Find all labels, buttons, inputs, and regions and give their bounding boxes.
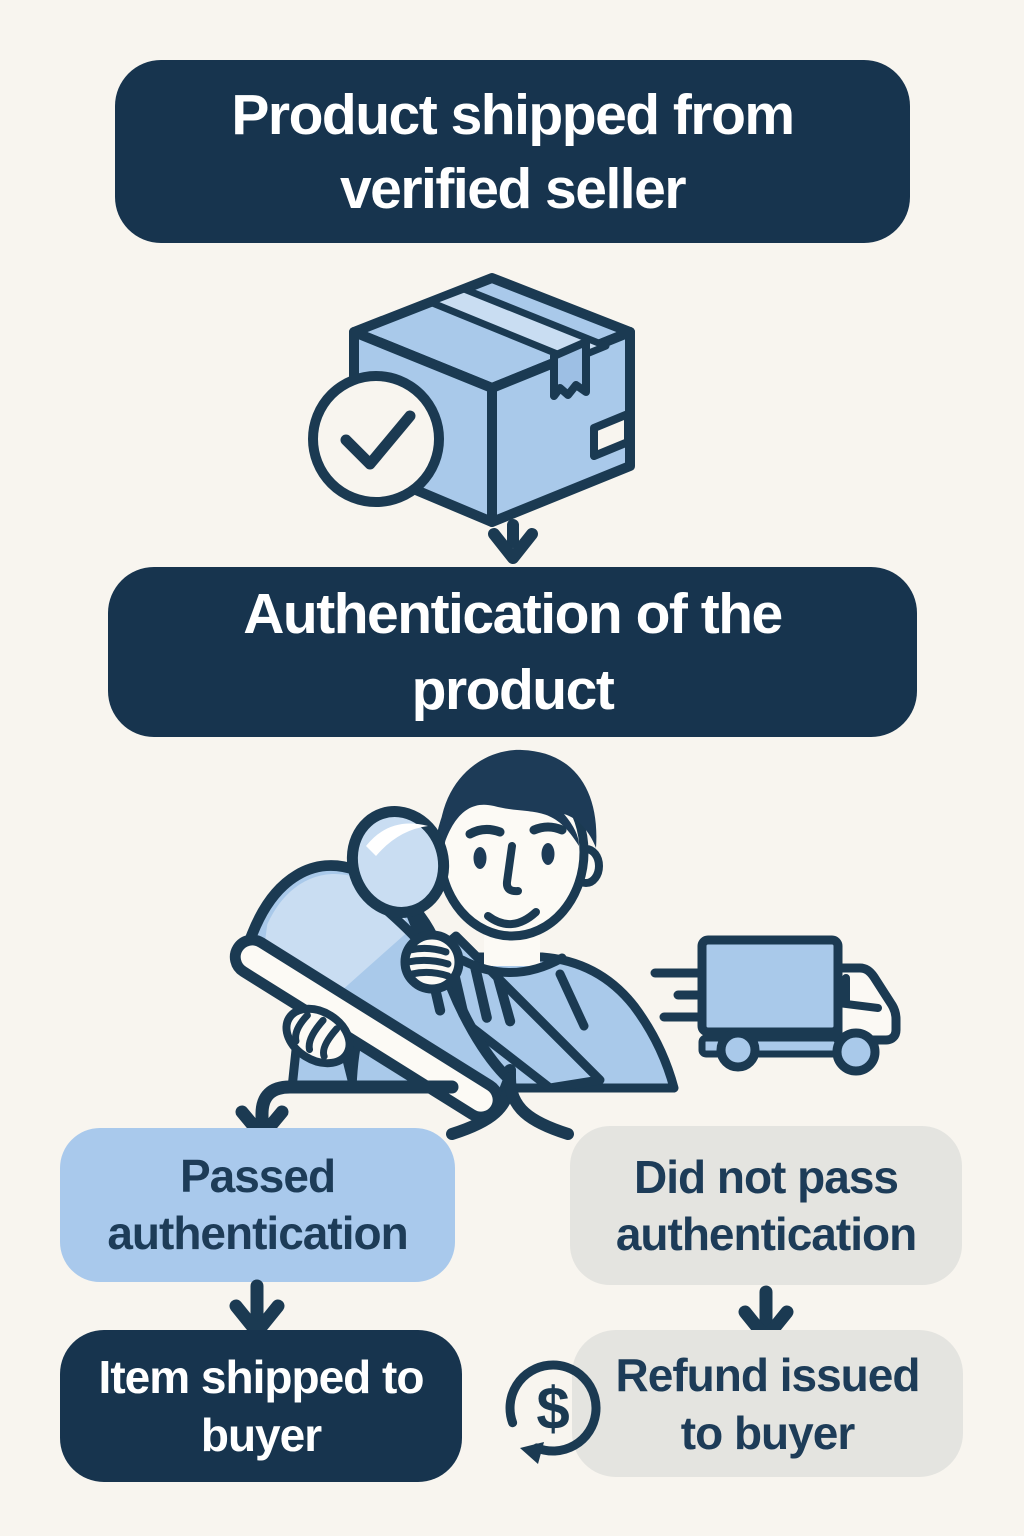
node-item-shipped: Item shipped to buyer bbox=[60, 1330, 462, 1482]
node-passed-authentication: Passed authentication bbox=[60, 1128, 455, 1282]
truck-cargo bbox=[697, 935, 843, 1037]
node-authentication-label: Authentication of the product bbox=[243, 582, 783, 722]
speed-lines bbox=[650, 968, 707, 1022]
refund-dollar-icon: $ bbox=[505, 1360, 601, 1464]
refund-arrow-tail bbox=[520, 1442, 544, 1464]
front-wheel bbox=[832, 1028, 880, 1076]
holding-hand bbox=[282, 1004, 354, 1068]
inspector-person-icon bbox=[229, 749, 679, 1123]
truck-window bbox=[842, 974, 882, 1012]
package-tape bbox=[426, 285, 610, 364]
down-arrow-icon bbox=[488, 519, 538, 564]
package-label bbox=[590, 410, 632, 460]
smile bbox=[484, 908, 540, 928]
verified-package-icon bbox=[308, 273, 635, 527]
delivery-truck-icon bbox=[650, 935, 901, 1076]
left-eye bbox=[473, 847, 487, 869]
check-badge-icon bbox=[308, 371, 444, 507]
node-did-not-pass-label: Did not pass authentication bbox=[615, 1150, 917, 1260]
nose bbox=[502, 842, 522, 896]
hair bbox=[439, 749, 597, 858]
node-refund-issued: Refund issued to buyer bbox=[572, 1330, 963, 1477]
node-product-shipped: Product shipped from verified seller bbox=[115, 60, 910, 243]
head bbox=[421, 749, 603, 941]
eyebrows bbox=[465, 822, 567, 839]
node-did-not-pass: Did not pass authentication bbox=[570, 1126, 962, 1285]
split-brace-icon bbox=[446, 1064, 574, 1140]
package-tape-tab bbox=[550, 338, 590, 400]
right-eye bbox=[541, 843, 555, 865]
node-refund-issued-label: Refund issued to buyer bbox=[615, 1348, 921, 1459]
node-passed-authentication-label: Passed authentication bbox=[107, 1150, 408, 1259]
rear-wheel bbox=[716, 1028, 760, 1072]
node-authentication: Authentication of the product bbox=[108, 567, 917, 737]
fist-hand bbox=[400, 930, 464, 994]
node-product-shipped-label: Product shipped from verified seller bbox=[231, 82, 795, 221]
dollar-symbol: $ bbox=[536, 1375, 569, 1442]
node-item-shipped-label: Item shipped to buyer bbox=[98, 1351, 425, 1461]
